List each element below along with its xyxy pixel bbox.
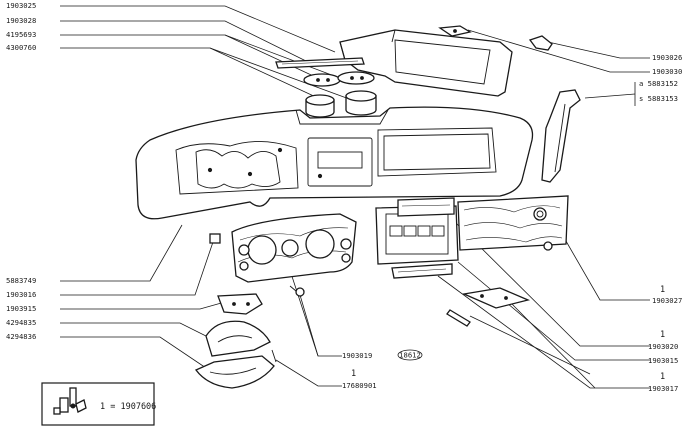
leader-lines — [60, 5, 650, 389]
kit-label: 1 = 1907606 — [100, 402, 156, 412]
leader-4300760-b — [209, 47, 353, 101]
leader-4195693 — [60, 34, 323, 81]
air-duct — [339, 29, 513, 97]
glovebox-assembly — [375, 197, 459, 265]
leader-bracket — [584, 93, 636, 99]
left-part-numbers: 1903025 1903028 4195693 4300760 5883749 … — [6, 1, 36, 341]
leader-1903015 — [457, 261, 650, 361]
hinge-1903017 — [461, 287, 531, 309]
label-1903025: 1903025 — [6, 1, 36, 10]
label-1903015: 1903015 — [648, 356, 678, 365]
clamshell-lower-4294836 — [194, 355, 275, 389]
label-17680901: 17680901 — [342, 381, 377, 390]
bracket-1903026 — [528, 35, 553, 51]
label-1903028: 1903028 — [6, 16, 36, 25]
figure-number: 18612 — [399, 351, 421, 360]
leader-1903030 — [467, 29, 650, 73]
label-1903016: 1903016 — [6, 290, 36, 299]
leader-1903028 — [60, 20, 309, 63]
leader-1903019-b — [299, 294, 319, 357]
label-1903027: 1903027 — [652, 296, 682, 305]
qty-1903020: 1 — [660, 330, 665, 340]
lower-strip-1903015 — [391, 263, 453, 279]
leader-1903017-c — [469, 315, 591, 375]
kit-box: 1 = 1907606 — [41, 382, 156, 426]
bracket-1903915 — [217, 293, 263, 315]
label-5883152: a 5883152 — [639, 79, 678, 88]
leader-1903026 — [547, 41, 650, 59]
bottom-part-numbers: 1903019 1 17680901 — [342, 351, 377, 390]
vent-nozzles — [305, 90, 377, 118]
label-5883153: s 5883153 — [639, 94, 678, 103]
leader-1903016 — [60, 241, 214, 296]
label-5883749: 5883749 — [6, 276, 36, 285]
rod-part — [446, 309, 471, 327]
gasket-pads — [303, 71, 375, 87]
side-trim — [541, 89, 581, 183]
clip-1903030 — [438, 25, 472, 37]
leader-4195693-b — [224, 34, 346, 81]
kit-parts-icon — [53, 387, 87, 415]
leader-4294836 — [60, 336, 213, 373]
wood-panel-1903027 — [457, 195, 569, 251]
label-4294836: 4294836 — [6, 332, 36, 341]
leader-4294835 — [60, 322, 219, 343]
label-4195693: 4195693 — [6, 30, 36, 39]
qty-1903019: 1 — [351, 369, 356, 379]
right-part-numbers: 1903026 1903030 a 5883152 s 5883153 1 19… — [639, 53, 682, 393]
qty-1903027: 1 — [660, 285, 665, 295]
figure-number-badge: 18612 — [397, 349, 423, 361]
clamshell-upper-4294835 — [205, 320, 271, 357]
label-1903020: 1903020 — [648, 342, 678, 351]
label-4300760: 4300760 — [6, 43, 36, 52]
instrument-panel — [231, 213, 357, 283]
retaining-strip — [275, 57, 365, 69]
leader-17680901 — [275, 359, 342, 387]
label-1903030: 1903030 — [652, 67, 682, 76]
label-1903915: 1903915 — [6, 304, 36, 313]
label-1903019: 1903019 — [342, 351, 372, 360]
leader-5883749 — [60, 224, 183, 282]
qty-1903017: 1 — [660, 372, 665, 382]
leader-1903017-b — [509, 301, 596, 389]
leader-1903020 — [454, 221, 650, 347]
label-1903017: 1903017 — [648, 384, 678, 393]
screw-17680901 — [271, 349, 277, 363]
leader-1903025 — [60, 5, 336, 53]
label-4294835: 4294835 — [6, 318, 36, 327]
square-clip-5883749 — [209, 233, 221, 244]
screw-1903019 — [289, 285, 305, 297]
label-1903026: 1903026 — [652, 53, 682, 62]
leader-1903017 — [437, 275, 650, 389]
leader-1903027 — [554, 221, 650, 301]
leader-1903915 — [60, 299, 233, 310]
dashboard-panel — [135, 106, 534, 220]
